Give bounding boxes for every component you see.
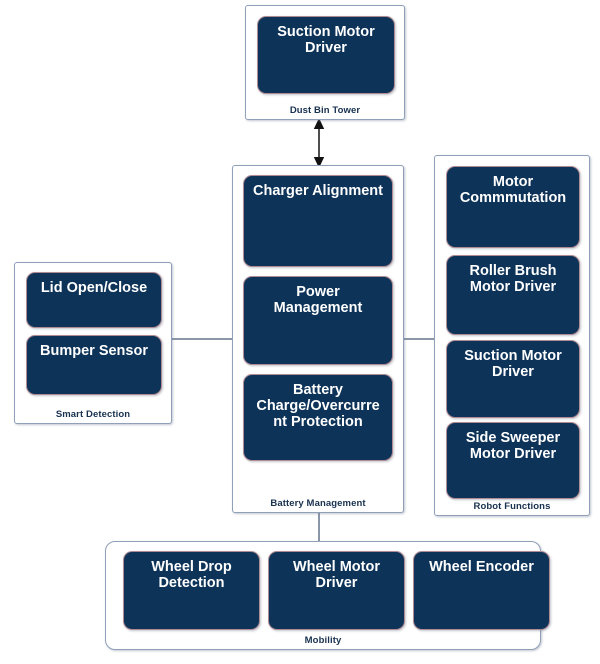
connector-smart-detection-to-battery-management: [172, 338, 234, 340]
node-line: Management: [273, 300, 363, 317]
node-line: Charger Alignment: [253, 183, 383, 199]
group-panel-smart-detection: Lid Open/Close Bumper Sensor Smart Detec…: [14, 262, 172, 424]
node-line: Power: [296, 284, 340, 300]
group-caption-robot-functions: Robot Functions: [473, 500, 551, 512]
node-roller-brush-motor-driver[interactable]: Roller Brush Motor Driver: [446, 255, 580, 335]
group-caption-mobility: Mobility: [304, 634, 342, 646]
node-battery-charge-overcurrent-protection[interactable]: Battery Charge/Overcurre nt Protection: [243, 374, 393, 461]
node-line: Battery: [293, 382, 343, 398]
node-line: Motor Driver: [469, 279, 557, 296]
node-lid-open-close[interactable]: Lid Open/Close: [26, 272, 162, 328]
connector-battery-management-to-robot-functions: [404, 338, 436, 340]
node-line: Motor: [492, 174, 534, 190]
node-line: Suction Motor: [464, 348, 562, 364]
node-line: Wheel Encoder: [429, 559, 534, 575]
group-panel-robot-functions: Motor Commmutation Roller Brush Motor Dr…: [434, 155, 590, 516]
node-line: Driver: [305, 40, 347, 57]
node-line: Bumper Sensor: [40, 343, 148, 359]
node-line: Driver: [492, 364, 534, 381]
node-wheel-motor-driver[interactable]: Wheel Motor Driver: [268, 551, 405, 630]
node-wheel-encoder[interactable]: Wheel Encoder: [413, 551, 550, 630]
connector-battery-management-to-mobility: [318, 512, 320, 542]
node-line: Lid Open/Close: [40, 280, 148, 296]
node-line: Side Sweeper: [465, 430, 561, 446]
group-caption-dust-bin-tower: Dust Bin Tower: [289, 104, 361, 116]
node-power-management[interactable]: Power Management: [243, 276, 393, 365]
group-caption-battery-management: Battery Management: [270, 497, 366, 509]
group-panel-battery-management: Charger Alignment Power Management Batte…: [232, 165, 404, 513]
node-line: Roller Brush: [469, 263, 557, 279]
node-line: Charge/Overcurre: [256, 398, 380, 415]
node-bumper-sensor[interactable]: Bumper Sensor: [26, 335, 162, 395]
node-motor-commutation[interactable]: Motor Commmutation: [446, 166, 580, 248]
group-panel-mobility: Wheel Drop Detection Wheel Motor Driver …: [105, 541, 550, 650]
node-line: Suction Motor: [277, 24, 375, 40]
node-line: Driver: [315, 575, 358, 592]
node-line: Wheel Drop: [151, 559, 232, 575]
node-charger-alignment[interactable]: Charger Alignment: [243, 175, 393, 267]
node-wheel-drop-detection[interactable]: Wheel Drop Detection: [123, 551, 260, 630]
node-line: nt Protection: [273, 414, 363, 431]
node-line: Detection: [158, 575, 225, 592]
node-suction-motor-driver-functions[interactable]: Suction Motor Driver: [446, 340, 580, 418]
group-caption-smart-detection: Smart Detection: [55, 408, 131, 420]
node-side-sweeper-motor-driver[interactable]: Side Sweeper Motor Driver: [446, 422, 580, 499]
node-line: Commmutation: [459, 190, 567, 207]
node-line: Wheel Motor: [293, 559, 380, 575]
node-line: Motor Driver: [469, 446, 557, 463]
connector-dust-bin-tower-to-battery-management: [311, 118, 327, 168]
group-panel-dust-bin-tower: Suction Motor Driver Dust Bin Tower: [245, 5, 405, 120]
node-suction-motor-driver-tower[interactable]: Suction Motor Driver: [257, 16, 395, 94]
